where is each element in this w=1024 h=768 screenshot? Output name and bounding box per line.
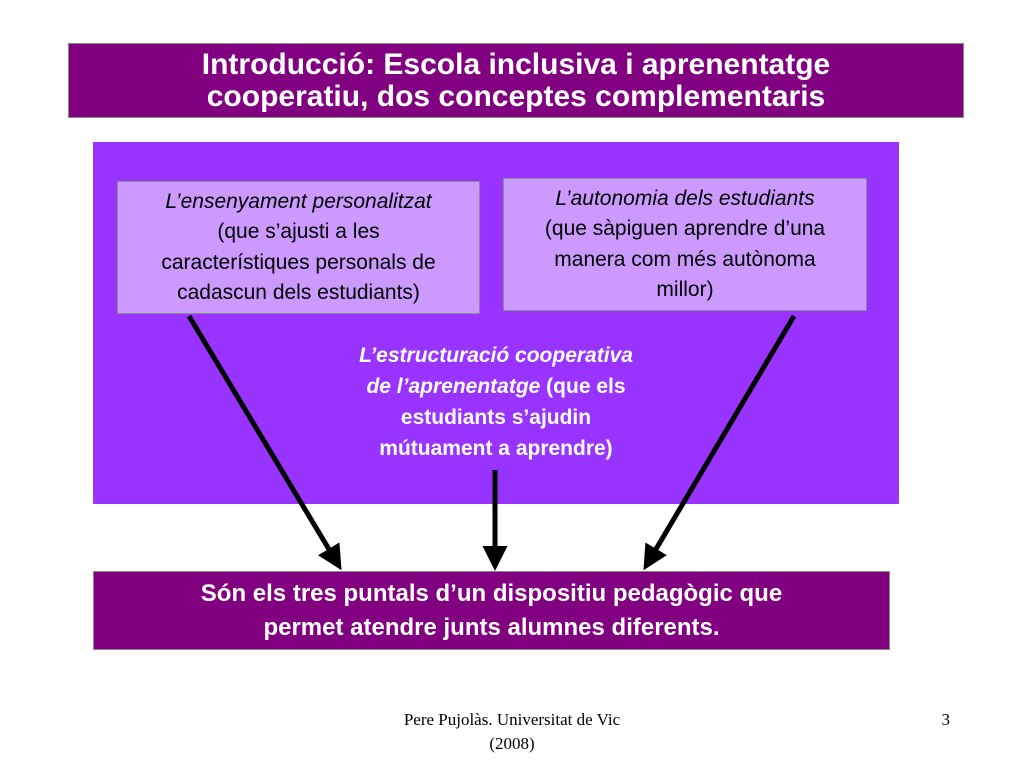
student-autonomy-line-2: manera com més autònoma xyxy=(554,247,816,271)
cooperative-structuring-line-2: de l’aprenentatge (que els xyxy=(300,371,692,402)
footer-credit-line-2: (2008) xyxy=(489,734,535,753)
personalized-teaching-heading: L’ensenyament personalitzat xyxy=(165,189,432,213)
conclusion-line-1: Són els tres puntals d’un dispositiu ped… xyxy=(200,579,783,607)
slide-title-line-2: cooperatiu, dos conceptes complementaris xyxy=(206,79,826,113)
cooperative-structuring-line-2-rest: (que els xyxy=(540,375,626,398)
slide-title: Introducció: Escola inclusiva i aprenent… xyxy=(68,43,964,118)
cooperative-structuring-line-2-italic: de l’aprenentatge xyxy=(366,375,541,398)
personalized-teaching-line-1: (que s’ajusti a les xyxy=(217,220,380,243)
cooperative-structuring-line-1: L’estructuració cooperativa xyxy=(359,344,633,367)
student-autonomy-card: L’autonomia dels estudiants (que sàpigue… xyxy=(503,178,867,311)
personalized-teaching-line-2: característiques personals de xyxy=(161,250,436,274)
conclusion-box: Són els tres puntals d’un dispositiu ped… xyxy=(93,571,890,650)
page-number: 3 xyxy=(941,710,951,729)
student-autonomy-line-1: (que sàpiguen aprendre d’una xyxy=(544,217,826,240)
footer-credit-line-1: Pere Pujolàs. Universitat de Vic xyxy=(403,710,621,729)
cooperative-structuring-line-4: mútuament a aprendre) xyxy=(379,437,613,460)
student-autonomy-heading: L’autonomia dels estudiants xyxy=(555,186,815,210)
personalized-teaching-card: L’ensenyament personalitzat (que s’ajust… xyxy=(117,181,480,314)
conclusion-line-2: permet atendre junts alumnes diferents. xyxy=(263,613,720,641)
cooperative-structuring-text: L’estructuració cooperativa de l’aprenen… xyxy=(300,340,692,464)
slide-title-line-1: Introducció: Escola inclusiva i aprenent… xyxy=(201,47,831,81)
personalized-teaching-line-3: cadascun dels estudiants) xyxy=(177,281,420,304)
cooperative-structuring-line-3: estudiants s’ajudin xyxy=(400,406,592,429)
footer-credit: Pere Pujolàs. Universitat de Vic (2008) xyxy=(380,708,644,756)
student-autonomy-line-3: millor) xyxy=(656,278,714,301)
